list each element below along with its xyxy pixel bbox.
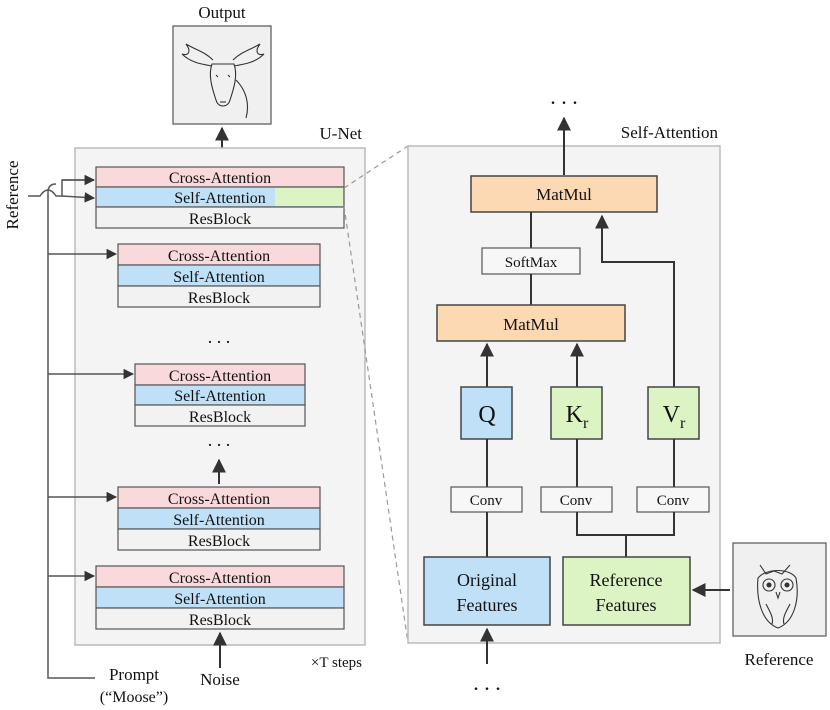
k-subscript: r: [583, 415, 589, 432]
reference-right-label: Reference: [745, 650, 814, 669]
self-attention-highlight: [275, 188, 343, 206]
unet-dots-lower: . . .: [208, 430, 231, 450]
self-attention-label: Self-Attention: [174, 591, 266, 608]
resblock-box: [95, 206, 345, 229]
reference-connector: [28, 179, 94, 197]
self-attention-label: Self-Attention: [174, 190, 266, 207]
matmul-mid-label: MatMul: [503, 315, 559, 334]
reference-left-label: Reference: [3, 161, 22, 230]
self-attention-title: Self-Attention: [621, 123, 719, 142]
k-main: K: [566, 402, 584, 428]
moose-sketch-icon: [172, 25, 272, 125]
unet-block-2: Cross-Attention Self-Attention ResBlock: [117, 243, 321, 308]
matmul-top-label: MatMul: [536, 185, 592, 204]
zoom-connector-top: [343, 145, 409, 189]
noise-label: Noise: [200, 670, 240, 689]
resblock-label: ResBlock: [189, 409, 251, 426]
resblock-label: ResBlock: [188, 533, 250, 550]
self-attention-label: Self-Attention: [174, 388, 266, 405]
unet-block-bottom: Cross-Attention Self-Attention ResBlock: [95, 565, 345, 630]
v-subscript: r: [680, 415, 686, 432]
prompt-value-label: (“Moose”): [100, 689, 168, 706]
v-to-matmul-arrow: [595, 214, 675, 387]
bottom-dots: . . .: [473, 670, 501, 695]
resblock-label: ResBlock: [188, 290, 250, 307]
resblock-box: [95, 607, 345, 630]
owl-sketch-icon: [732, 542, 827, 637]
resblock-box: [117, 285, 321, 308]
original-features-line1: Original: [457, 570, 517, 590]
softmax-label: SoftMax: [505, 255, 558, 271]
unet-block-middle: Cross-Attention Self-Attention ResBlock: [134, 363, 306, 427]
conv-k-box: [540, 486, 613, 513]
q-box: [460, 386, 513, 440]
self-attention-label: Self-Attention: [173, 512, 265, 529]
k-box: [550, 386, 603, 440]
cross-attention-label: Cross-Attention: [169, 368, 271, 385]
cross-attention-label: Cross-Attention: [169, 170, 271, 187]
conv-k-label: Conv: [560, 493, 593, 509]
cross-attention-label: Cross-Attention: [168, 248, 270, 265]
v-main: V: [663, 402, 681, 428]
original-features-box: [423, 556, 551, 626]
unet-label: U-Net: [320, 124, 363, 143]
v-box: [647, 386, 700, 440]
steps-label: ×T steps: [311, 655, 362, 671]
matmul-mid-box: [436, 304, 626, 342]
prompt-label: Prompt: [109, 665, 159, 684]
cross-attention-label: Cross-Attention: [168, 491, 270, 508]
conv-v-label: Conv: [657, 493, 690, 509]
reference-features-line1: Reference: [590, 570, 663, 590]
top-dots: . . .: [550, 84, 578, 109]
reference-features-box: [562, 556, 691, 626]
resblock-label: ResBlock: [189, 211, 251, 228]
self-attention-label: Self-Attention: [173, 269, 265, 286]
original-features-line2: Features: [457, 595, 518, 615]
conv-q-label: Conv: [470, 493, 503, 509]
unet-block-4: Cross-Attention Self-Attention ResBlock: [117, 486, 321, 551]
reference-to-self-arrow: [61, 192, 96, 203]
k-label: Kr: [566, 402, 589, 432]
conv-v-box: [636, 486, 710, 513]
reference-features-line2: Features: [596, 595, 657, 615]
ref-to-conv-lines: [576, 512, 675, 557]
v-label: Vr: [663, 402, 686, 432]
unet-block-top: Cross-Attention Self-Attention ResBlock: [95, 166, 345, 229]
resblock-box: [117, 528, 321, 551]
resblock-label: ResBlock: [189, 612, 251, 629]
output-label: Output: [198, 3, 246, 22]
matmul-top-box: [470, 175, 658, 213]
cross-attention-label: Cross-Attention: [169, 570, 271, 587]
resblock-box: [134, 404, 306, 427]
zoom-connector-bottom: [343, 205, 409, 644]
prompt-connector: [47, 183, 95, 679]
unet-dots-upper: . . .: [208, 327, 231, 347]
q-label: Q: [478, 402, 495, 428]
